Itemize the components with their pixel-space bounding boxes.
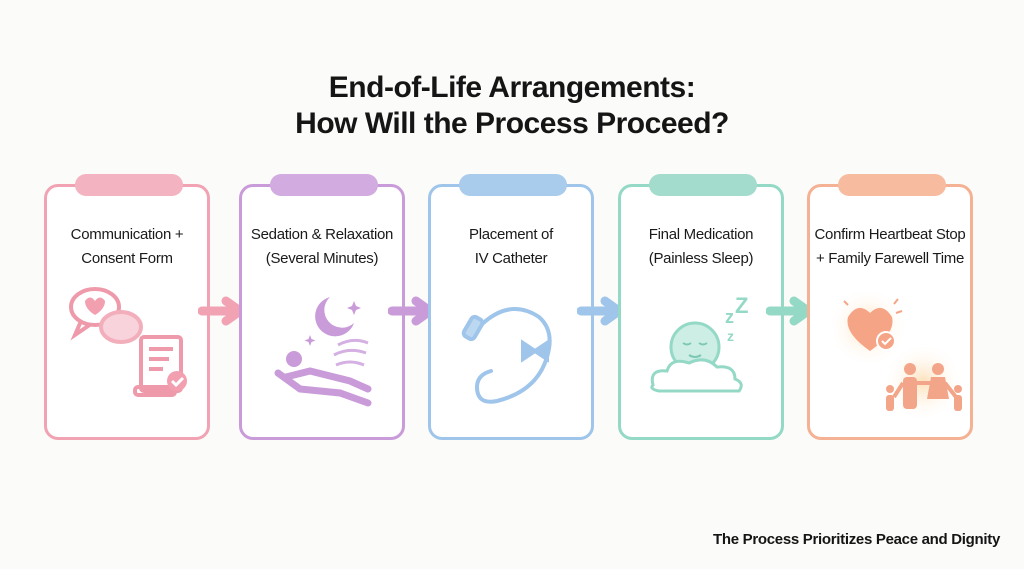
sleeping-face-cloud-icon: z Z z	[650, 293, 748, 393]
step-label: Confirm Heartbeat Stop+ Family Farewell …	[814, 226, 966, 267]
step-label: Final Medication(Painless Sleep)	[648, 226, 754, 267]
step-label: Communication +Consent Form	[70, 226, 184, 267]
card-tab	[649, 174, 757, 196]
svg-text:z: z	[727, 328, 734, 344]
chat-heart-document-icon	[69, 287, 187, 397]
step-card-final-medication: Final Medication(Painless Sleep) z Z z	[618, 174, 784, 440]
iv-catheter-icon	[461, 307, 552, 404]
card-tab	[270, 174, 378, 196]
step-card-communication: Communication +Consent Form	[44, 174, 210, 440]
moon-reclining-person-icon	[274, 297, 372, 407]
title-line-2: How Will the Process Proceed?	[295, 107, 729, 140]
step-card-farewell: Confirm Heartbeat Stop+ Family Farewell …	[807, 174, 973, 440]
card-tab	[459, 174, 567, 196]
card-tab	[75, 174, 183, 196]
footer-tagline: The Process Prioritizes Peace and Dignit…	[713, 531, 1000, 548]
svg-text:z: z	[725, 307, 734, 327]
step-card-sedation: Sedation & Relaxation(Several Minutes)	[239, 174, 405, 440]
svg-text:Z: Z	[735, 293, 748, 318]
step-label: Sedation & Relaxation(Several Minutes)	[250, 226, 394, 267]
title-line-1: End-of-Life Arrangements:	[328, 71, 696, 104]
card-tab	[838, 174, 946, 196]
page-title: End-of-Life Arrangements: How Will the P…	[0, 70, 1024, 142]
heart-family-icon	[828, 287, 963, 422]
